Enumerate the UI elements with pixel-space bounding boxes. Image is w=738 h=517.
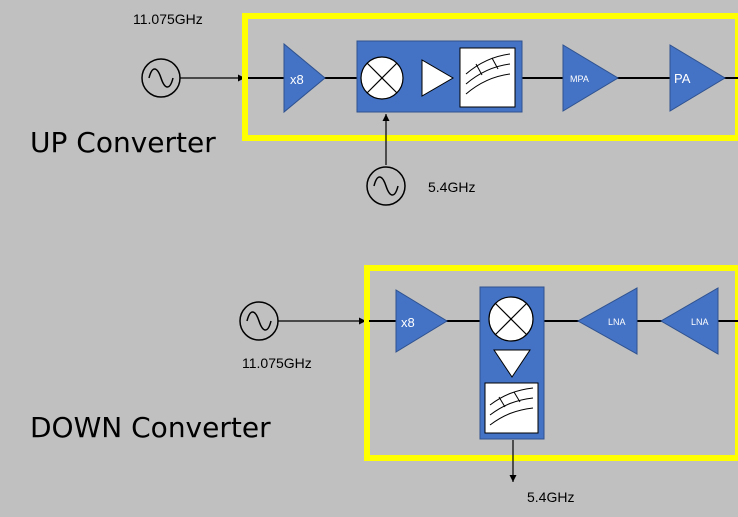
up-bandpass-filter-icon <box>459 47 516 108</box>
down-lo1-frequency-label: 11.075GHz <box>242 355 312 371</box>
up-pa-label: PA <box>674 71 691 86</box>
down-lna1-label: LNA <box>608 317 626 327</box>
down-output-frequency-label: 5.4GHz <box>527 489 574 505</box>
down-lo1-oscillator-icon <box>239 301 279 341</box>
down-lna2-amplifier: LNA <box>660 287 719 355</box>
down-multiplier-x8: x8 <box>395 289 448 353</box>
up-lo1-oscillator-icon <box>141 58 181 98</box>
up-converter-section: 11.075GHz x8 <box>30 11 738 206</box>
down-bandpass-filter-icon <box>484 382 539 434</box>
down-lna1-amplifier: LNA <box>576 287 638 355</box>
down-converter-section: 11.075GHz x8 <box>30 265 738 505</box>
up-lo1-frequency-label: 11.075GHz <box>133 11 203 27</box>
up-mpa-label: MPA <box>570 74 589 84</box>
up-inner-amplifier-icon <box>421 59 454 97</box>
up-lo2-frequency-label: 5.4GHz <box>428 179 475 195</box>
up-lo2-oscillator-icon <box>366 166 406 206</box>
down-lna2-label: LNA <box>691 317 709 327</box>
up-mixer-icon <box>360 56 404 100</box>
up-converter-highlight-box <box>242 13 738 141</box>
down-mixer-filter-block <box>479 286 545 440</box>
up-converter-title: UP Converter <box>30 126 216 159</box>
up-mixer-filter-block <box>356 40 523 113</box>
down-converter-highlight-box <box>364 265 738 461</box>
up-mpa-amplifier: MPA <box>562 44 619 112</box>
down-multiplier-label: x8 <box>401 315 415 330</box>
up-pa-amplifier: PA <box>669 44 726 112</box>
up-multiplier-x8: x8 <box>283 42 326 114</box>
up-multiplier-label: x8 <box>290 72 304 87</box>
down-converter-title: DOWN Converter <box>30 411 271 444</box>
down-mixer-icon <box>488 296 534 342</box>
down-inner-amplifier-icon <box>493 349 531 378</box>
